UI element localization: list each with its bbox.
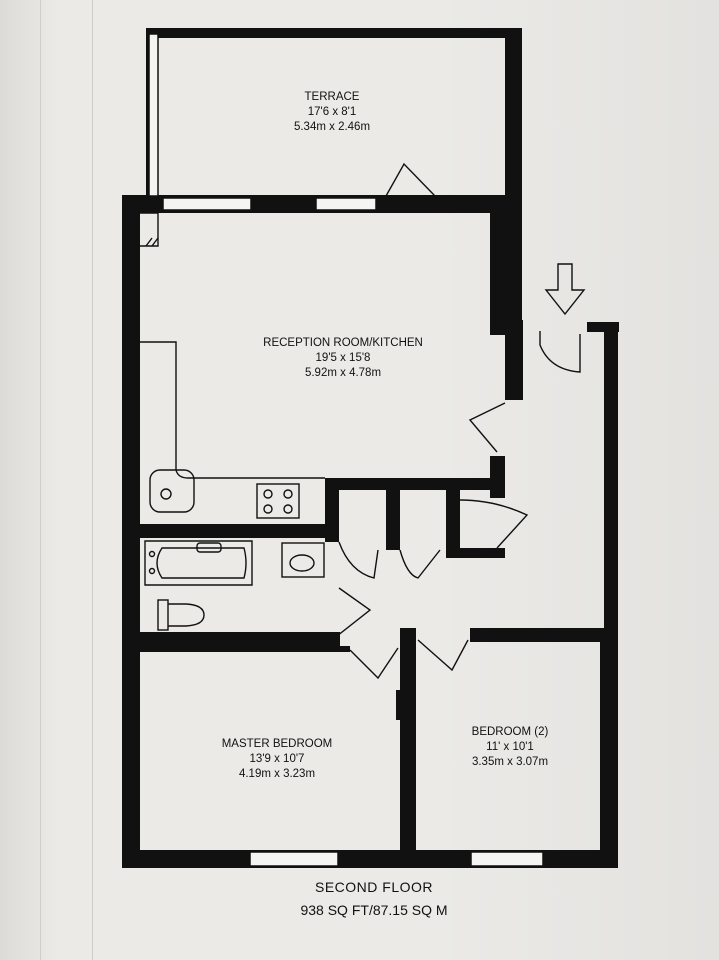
reception-right-lower-wall	[490, 456, 505, 498]
cupboard-divider-1	[386, 478, 400, 550]
master-bedroom-door	[349, 647, 399, 680]
reception-cupboard	[140, 212, 159, 247]
bedroom2-label: BEDROOM (2) 11' x 10'1 3.35m x 3.07m	[472, 725, 549, 770]
reception-right-wall	[490, 195, 505, 335]
hob-ring-icon	[283, 504, 293, 514]
cupboard-door	[459, 499, 529, 549]
hob-ring-icon	[263, 504, 273, 514]
hob-ring-icon	[283, 489, 293, 499]
room-imperial: 13'9 x 10'7	[249, 753, 305, 765]
entrance-wall	[587, 322, 619, 332]
hob-icon	[256, 483, 300, 519]
cupboard-divider-2	[446, 478, 460, 558]
terrace-label: TERRACE 17'6 x 8'1 5.34m x 2.46m	[294, 90, 370, 135]
room-imperial: 19'5 x 15'8	[315, 352, 371, 364]
room-name: TERRACE	[304, 91, 360, 103]
bath-tap-icon	[196, 542, 222, 553]
bath-bottom-wall	[140, 632, 340, 646]
tap-icon	[148, 567, 156, 575]
cupboard-door	[399, 549, 441, 579]
hall-left-wall	[505, 320, 523, 400]
hob-ring-icon	[263, 489, 273, 499]
room-metric: 5.34m x 2.46m	[293, 121, 371, 133]
reception-top-wall-right	[436, 195, 496, 213]
room-name: RECEPTION ROOM/KITCHEN	[263, 337, 423, 349]
bathroom-door	[336, 587, 372, 637]
reception-label: RECEPTION ROOM/KITCHEN 19'5 x 15'8 5.92m…	[263, 336, 423, 381]
terrace-right-wall	[505, 28, 522, 330]
terrace-door	[385, 162, 436, 197]
floor-name: SECOND FLOOR	[314, 879, 433, 895]
sink-drain-icon	[160, 488, 172, 500]
room-name: BEDROOM (2)	[471, 726, 549, 738]
window	[162, 197, 252, 211]
window	[470, 851, 544, 867]
room-metric: 5.92m x 4.78m	[304, 367, 382, 379]
wc-bowl-icon	[168, 603, 205, 627]
kitchen-sink-icon	[149, 469, 195, 513]
window	[315, 197, 377, 211]
paper-crease	[40, 0, 41, 960]
paper-crease	[92, 0, 93, 960]
cupboard-left-wall	[325, 478, 339, 542]
master-bedroom-label: MASTER BEDROOM 13'9 x 10'7 4.19m x 3.23m	[222, 737, 333, 782]
hall-right-wall	[604, 322, 618, 642]
bedroom2-right-wall	[600, 628, 618, 868]
room-name: MASTER BEDROOM	[221, 738, 333, 750]
room-imperial: 17'6 x 8'1	[307, 106, 357, 118]
window	[249, 851, 339, 867]
fixtures	[140, 162, 586, 680]
cupboard-bottom-wall	[460, 548, 505, 558]
bedroom2-door	[417, 639, 469, 672]
floor-caption: SECOND FLOOR 938 SQ FT/87.15 SQ M	[300, 876, 447, 922]
cupboard-door	[338, 541, 379, 579]
kitchen-bath-wall	[122, 524, 332, 538]
bedroom-divider-jamb	[396, 690, 402, 720]
terrace-top-wall	[146, 28, 522, 38]
floor-area: 938 SQ FT/87.15 SQ M	[300, 902, 448, 918]
wc-cistern-icon	[157, 599, 169, 631]
windows	[148, 33, 544, 867]
room-imperial: 11' x 10'1	[486, 741, 534, 753]
bedroom2-top-wall	[470, 628, 618, 642]
room-metric: 3.35m x 3.07m	[471, 756, 549, 768]
cupboard-top-wall	[325, 478, 495, 490]
room-metric: 4.19m x 3.23m	[238, 768, 316, 780]
terrace-glazing	[148, 33, 159, 197]
bedroom-divider-wall	[400, 628, 416, 868]
entrance-door	[539, 331, 581, 373]
washbasin-icon	[281, 542, 325, 578]
walls	[122, 28, 619, 868]
washbasin-bowl-icon	[289, 554, 315, 572]
reception-cupboard-doors	[145, 237, 159, 247]
bath-tub-icon	[144, 540, 253, 586]
entrance-arrow-icon	[544, 263, 586, 316]
reception-door	[468, 402, 506, 453]
bath-basin-icon	[156, 547, 247, 579]
tap-icon	[148, 550, 156, 558]
master-top-wall	[140, 646, 350, 652]
